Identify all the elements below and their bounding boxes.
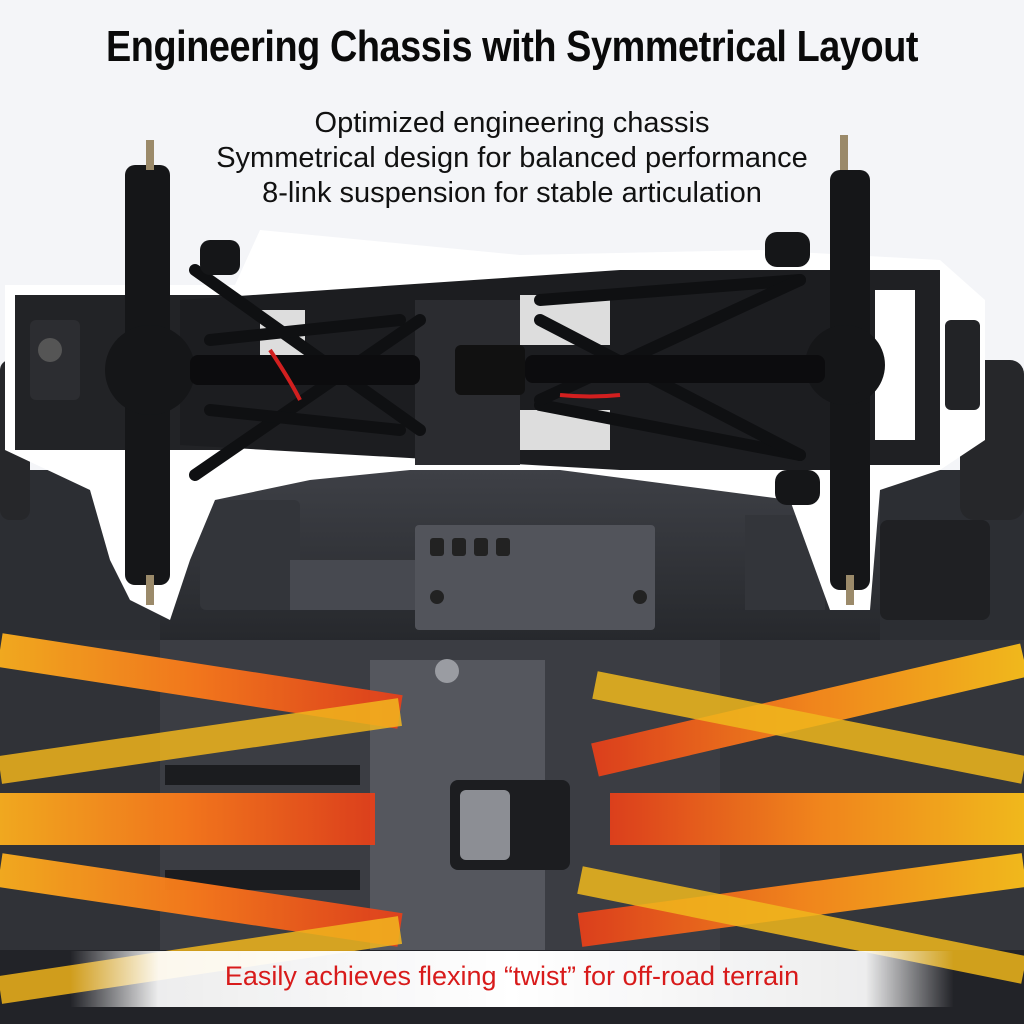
chassis-top-view	[5, 135, 985, 620]
headline: Engineering Chassis with Symmetrical Lay…	[105, 22, 919, 71]
feature-list: Optimized engineering chassis Symmetrica…	[0, 106, 1024, 211]
feature-item: Symmetrical design for balanced performa…	[216, 142, 808, 174]
feature-item: Optimized engineering chassis	[314, 107, 710, 139]
feature-item: 8-link suspension for stable articulatio…	[262, 177, 762, 209]
caption: Easily achieves flexing “twist” for off-…	[224, 961, 800, 991]
caption-backdrop	[70, 951, 954, 1007]
